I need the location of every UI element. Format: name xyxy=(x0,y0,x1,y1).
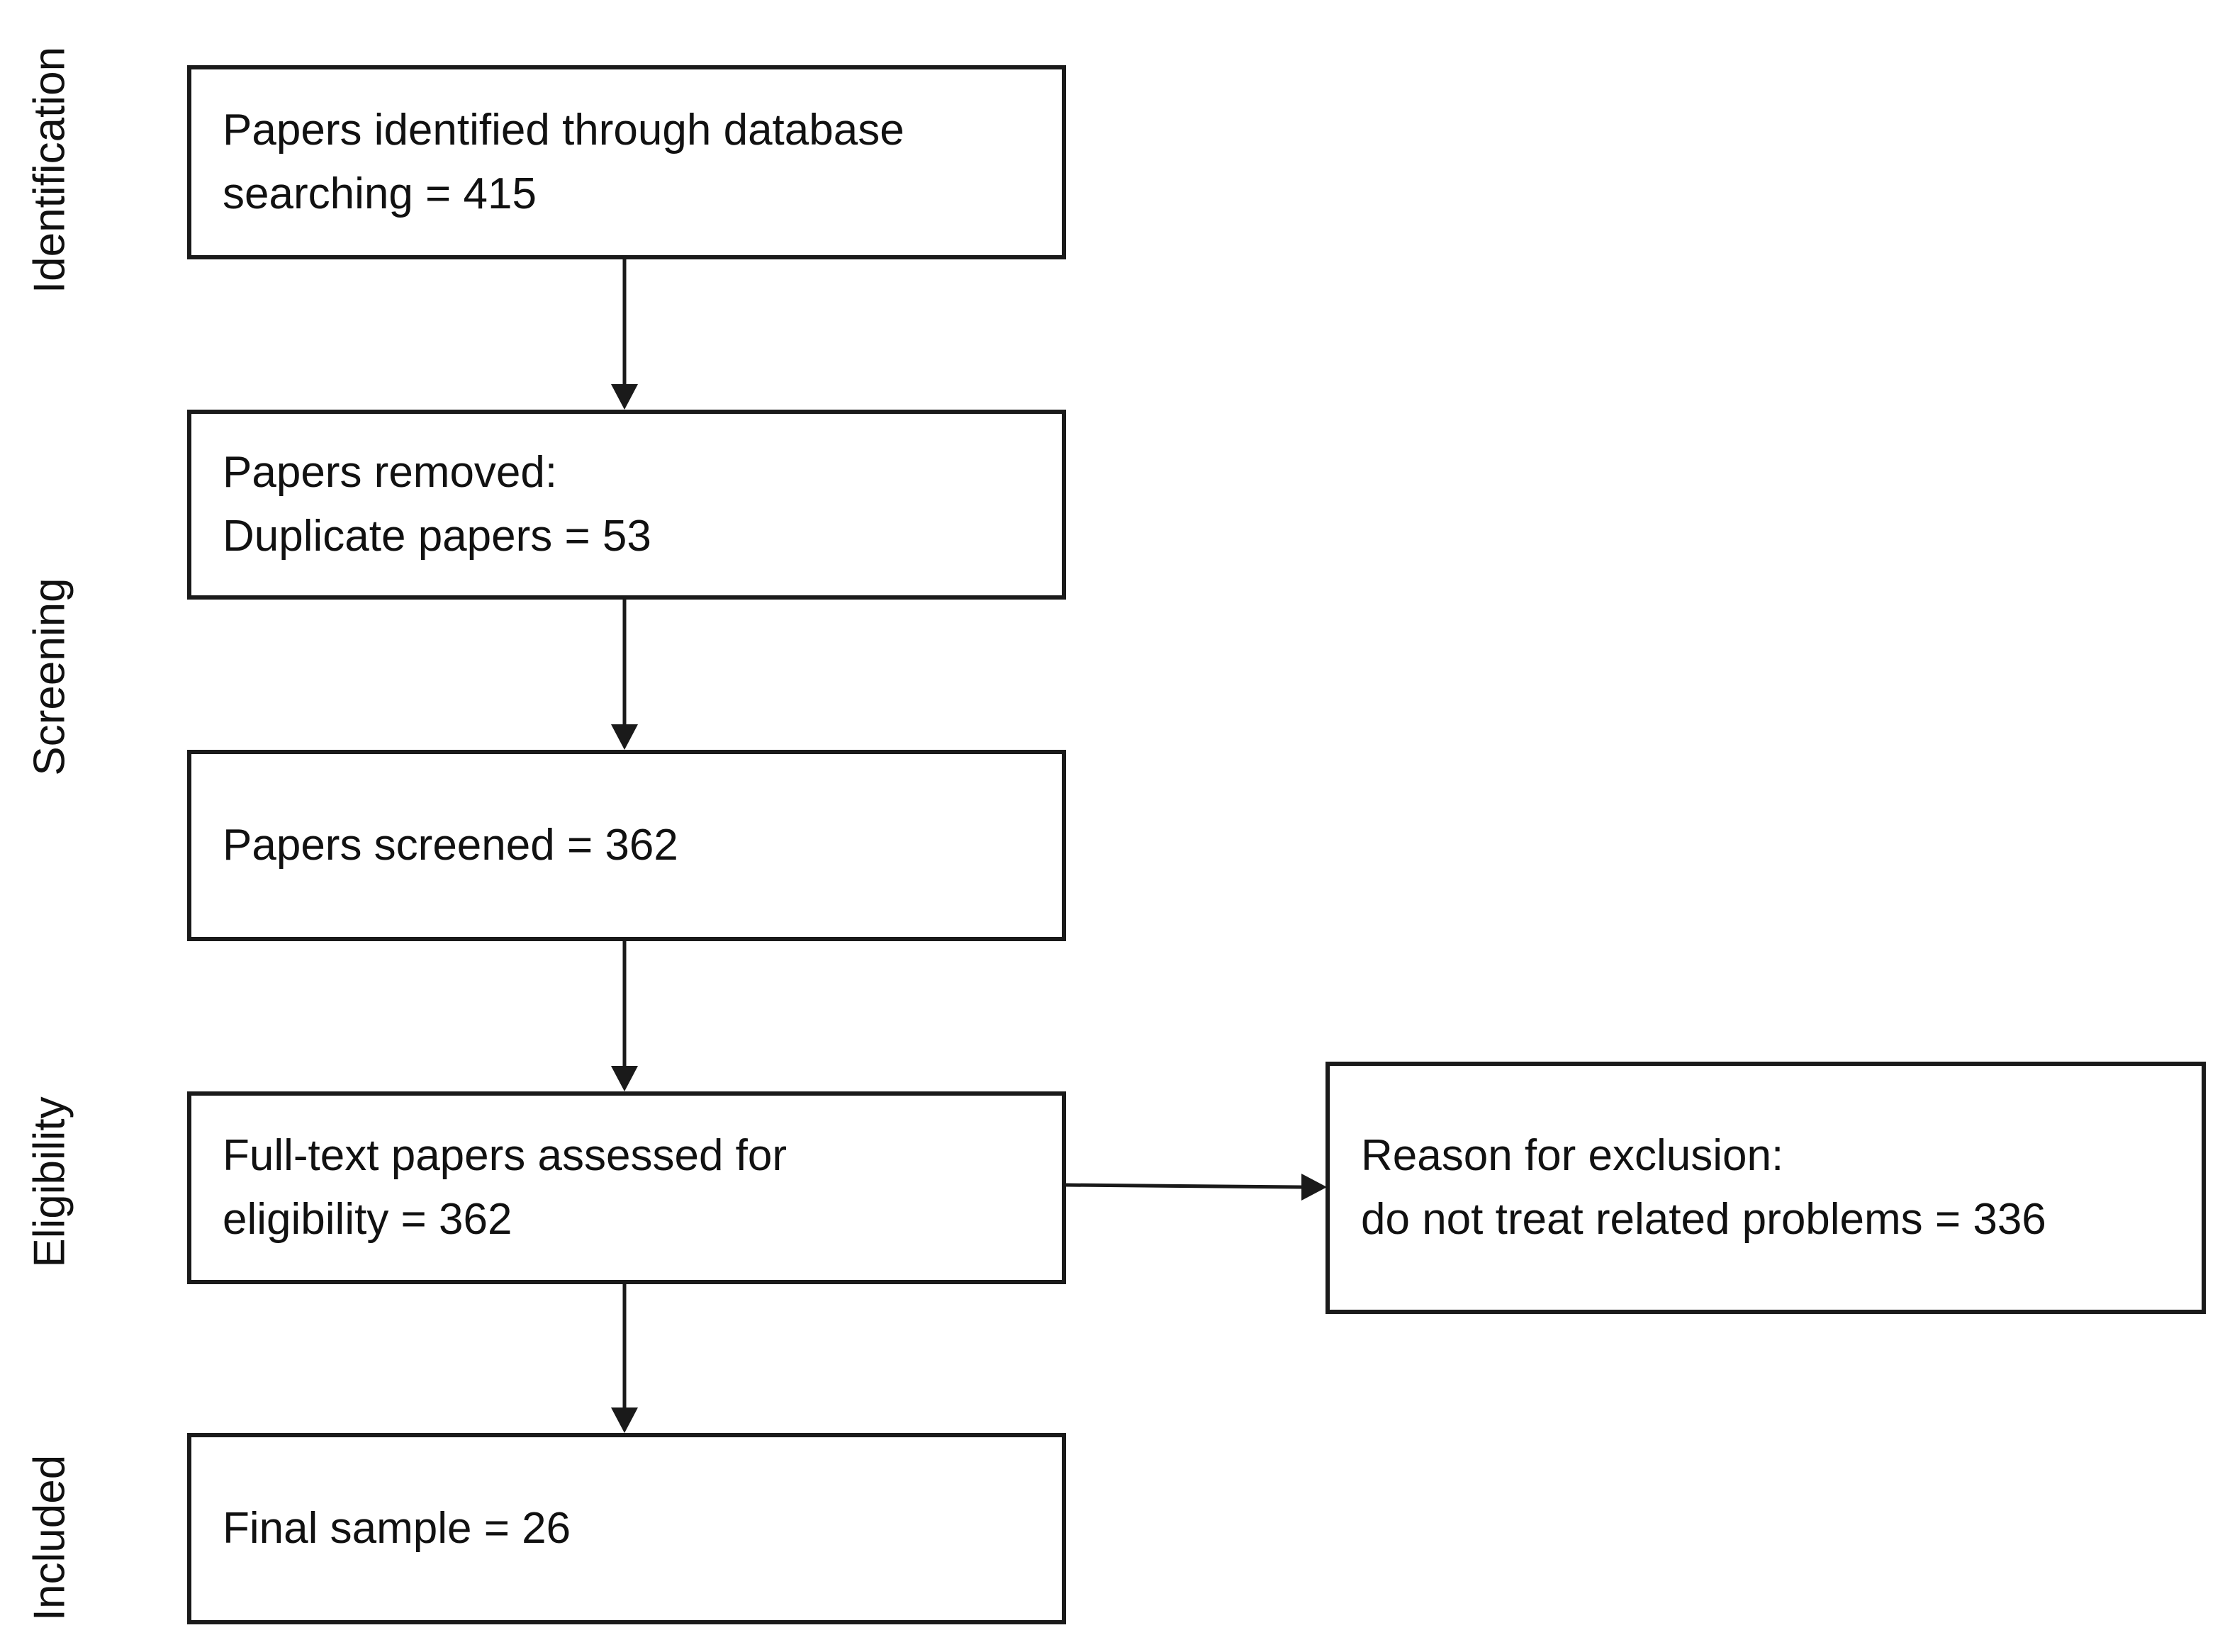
box-papers-removed-text: Papers removed: Duplicate papers = 53 xyxy=(223,448,651,561)
stage-label-screening: Screening xyxy=(25,578,74,776)
stage-label-eligibility: Eligibility xyxy=(25,1096,74,1268)
arrow-screened-to-assessed xyxy=(611,941,638,1091)
arrow-assessed-to-excluded xyxy=(1065,1174,1327,1201)
box-papers-screened-text: Papers screened = 362 xyxy=(223,821,678,870)
stage-label-identification: Identification xyxy=(25,46,74,294)
arrow-removed-to-screened xyxy=(611,600,638,750)
box-papers-assessed-text: Full-text papers assessed for eligibilit… xyxy=(223,1131,788,1244)
box-final-sample-text: Final sample = 26 xyxy=(223,1504,571,1553)
arrow-assessed-to-final xyxy=(611,1284,638,1433)
arrow-identified-to-removed xyxy=(611,259,638,410)
box-papers-screened: Papers screened = 362 xyxy=(187,750,1066,941)
box-final-sample: Final sample = 26 xyxy=(187,1433,1066,1624)
stage-label-included: Included xyxy=(25,1454,74,1622)
box-exclusion-reason-text: Reason for exclusion: do not treat relat… xyxy=(1361,1131,2046,1244)
box-papers-identified-text: Papers identified through database searc… xyxy=(223,106,904,218)
box-papers-removed: Papers removed: Duplicate papers = 53 xyxy=(187,410,1066,600)
box-papers-assessed: Full-text papers assessed for eligibilit… xyxy=(187,1091,1066,1284)
box-papers-identified: Papers identified through database searc… xyxy=(187,65,1066,259)
box-exclusion-reason: Reason for exclusion: do not treat relat… xyxy=(1326,1062,2206,1314)
